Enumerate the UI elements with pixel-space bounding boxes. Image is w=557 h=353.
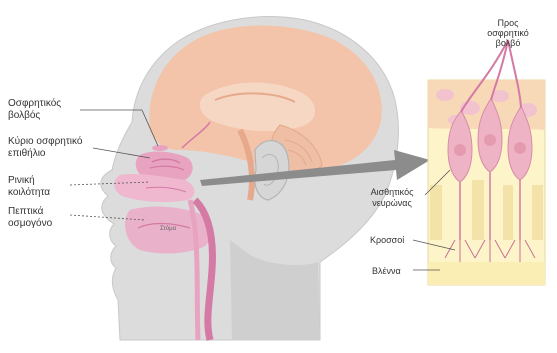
label-olfactory-bulb-line2: βολβός [8,110,61,122]
label-sensory-neurons-line2: νευρώνας [357,198,427,209]
label-to-olfactory-bulb-line3: βολβό [478,38,538,48]
label-mucus: Βλέννα [372,265,401,277]
label-to-olfactory-bulb-line2: οσφρητικό [478,28,538,38]
label-sensory-neurons: Αισθητικός νευρώνας [357,187,427,209]
label-nasal-cavity: Ρινική κοιλότητα [8,175,50,199]
label-main-olfactory-epithelium-line2: επιθήλιο [8,148,82,160]
label-main-olfactory-epithelium: Κύριο οσφρητικό επιθήλιο [8,136,82,160]
label-gustatory-odor-line1: Πεπτικά [8,206,52,218]
epithelium-panel [428,40,545,285]
label-gustatory-odor: Πεπτικά οσμογόνο [8,206,52,230]
olfactory-bulb-shape [152,145,168,151]
label-sensory-neurons-line1: Αισθητικός [357,187,427,198]
label-cilia: Κροσσοί [370,234,404,246]
label-to-olfactory-bulb: Προς οσφρητικό βολβό [478,18,538,48]
label-to-olfactory-bulb-line1: Προς [478,18,538,28]
label-nasal-cavity-line1: Ρινική [8,175,50,187]
label-olfactory-bulb-line1: Οσφρητικός [8,98,61,110]
label-olfactory-bulb: Οσφρητικός βολβός [8,98,61,122]
inner-small-label: Στόμα [160,225,177,232]
label-nasal-cavity-line2: κοιλότητα [8,187,50,199]
label-gustatory-odor-line2: οσμογόνο [8,218,52,230]
label-main-olfactory-epithelium-line1: Κύριο οσφρητικό [8,136,82,148]
